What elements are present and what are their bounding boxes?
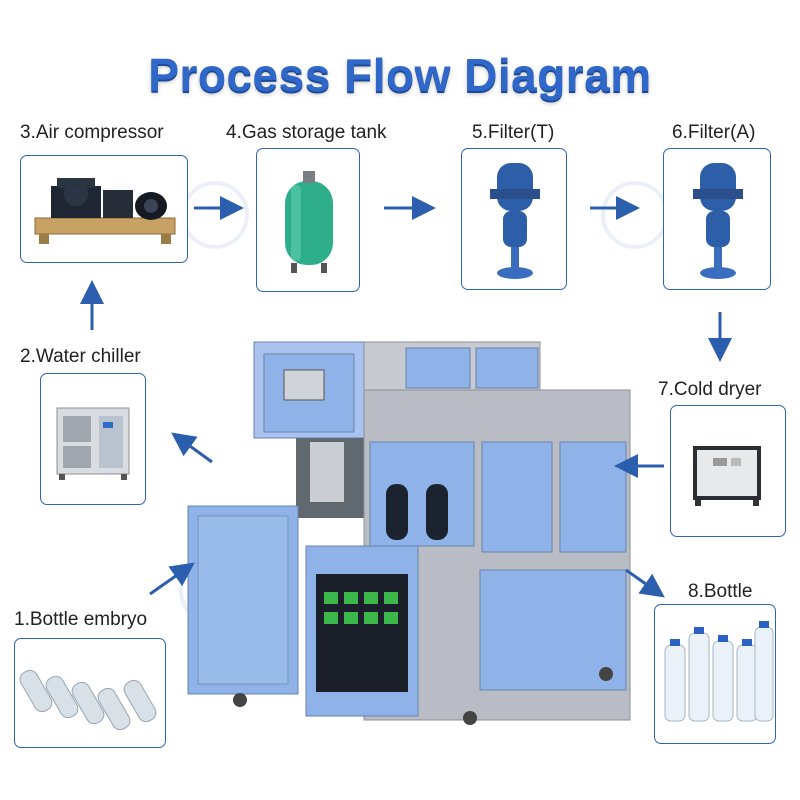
bottle-embryo-box (14, 638, 166, 748)
step-4-label: 4.Gas storage tank (226, 122, 387, 143)
water-chiller-box (40, 373, 146, 505)
cold-dryer-image (693, 446, 761, 506)
bottles-image (664, 621, 774, 722)
gas-storage-tank-image (285, 171, 333, 273)
cold-dryer-box (670, 405, 786, 537)
step-3-label: 3.Air compressor (20, 122, 164, 143)
arrow-machine-to-2 (171, 432, 213, 464)
step-6-label: 6.Filter(A) (672, 122, 756, 143)
air-compressor-box (20, 155, 188, 263)
step-8-label: 8.Bottle (688, 581, 753, 602)
gas-storage-tank-box (256, 148, 360, 292)
bottle-preforms-image (19, 669, 157, 731)
filter-a-box (663, 148, 771, 290)
arrow-1-to-machine (149, 562, 195, 596)
blow-molding-machine-image (187, 341, 631, 725)
arrow-machine-to-8 (625, 568, 665, 598)
diagram-title: Process Flow Diagram (148, 49, 652, 101)
filter-t-image (490, 163, 540, 279)
air-compressor-image (34, 178, 176, 244)
step-1-label: 1.Bottle embryo (14, 609, 148, 630)
step-5-label: 5.Filter(T) (472, 122, 555, 143)
filter-t-box (461, 148, 567, 290)
bottle-box (654, 604, 776, 744)
filter-a-image (693, 163, 743, 279)
step-2-label: 2.Water chiller (20, 346, 141, 367)
step-7-label: 7.Cold dryer (658, 379, 762, 400)
water-chiller-image (56, 407, 130, 480)
